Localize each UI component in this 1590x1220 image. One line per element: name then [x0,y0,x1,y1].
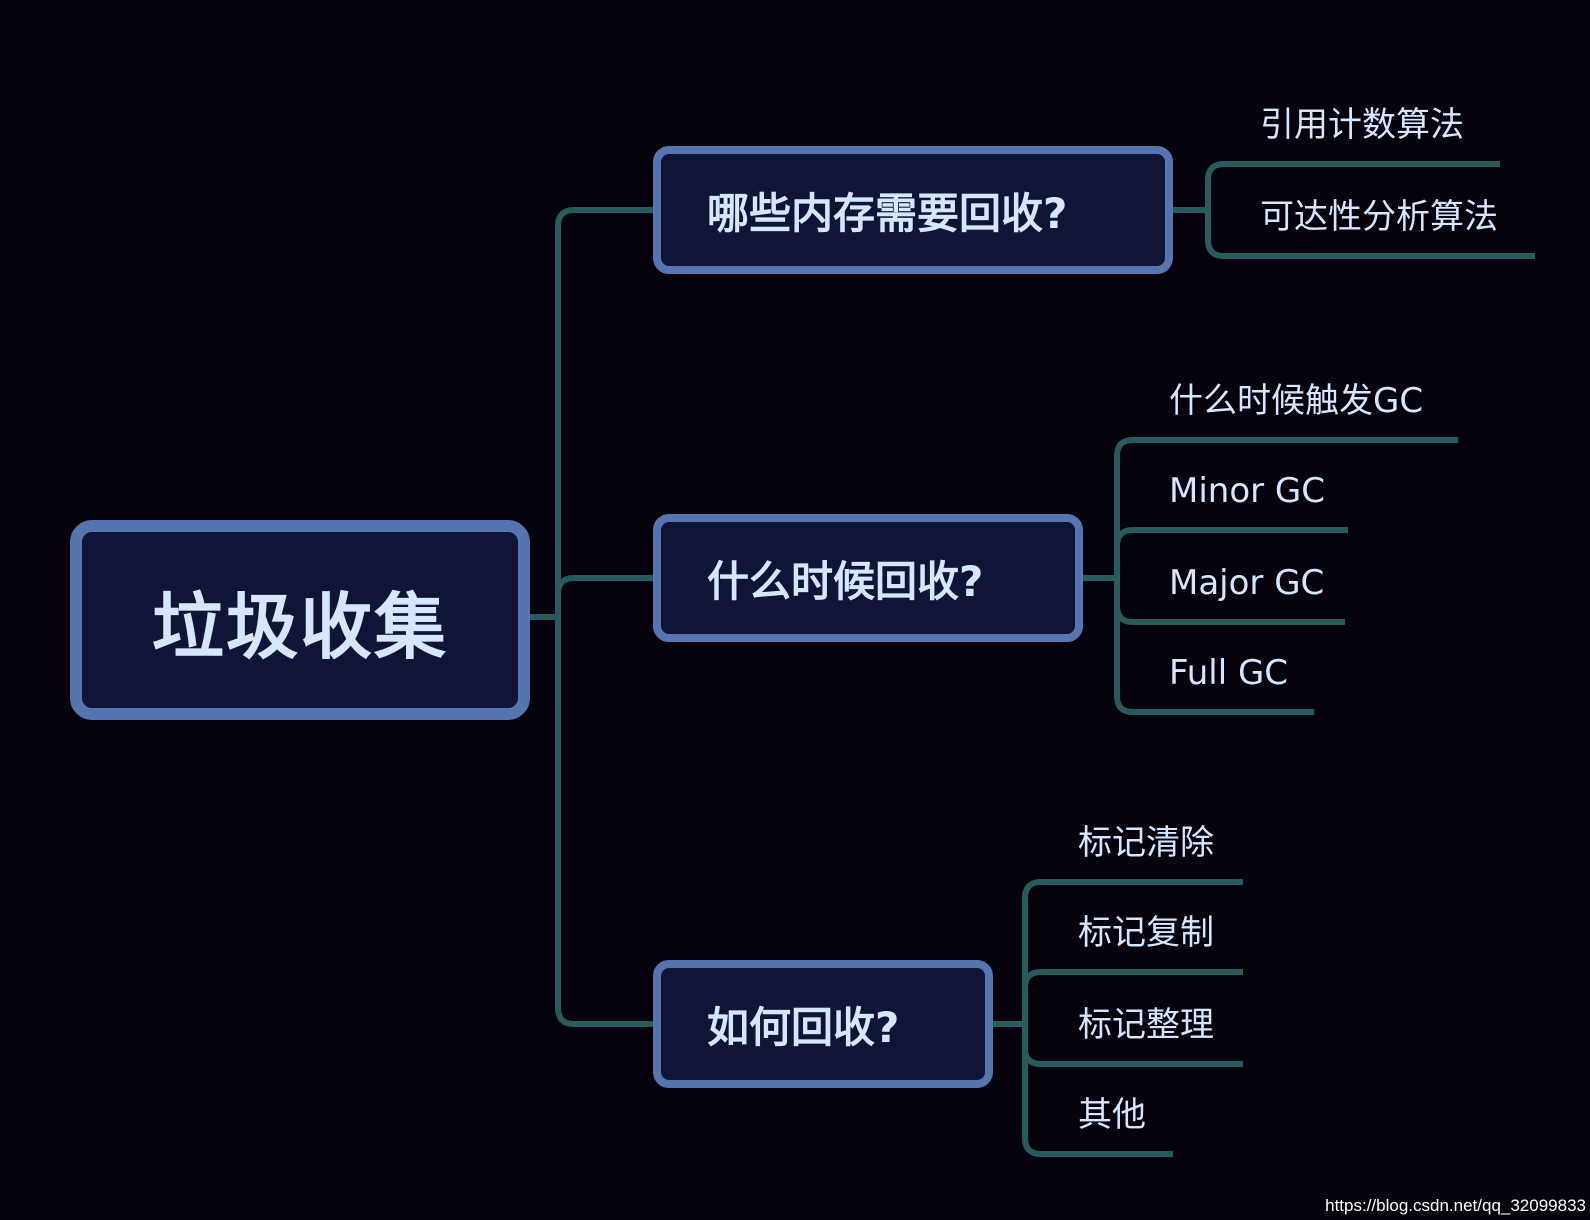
leaf-underline-3-2 [1022,969,1243,1024]
leaf-reachability-analysis[interactable]: 可达性分析算法 [1260,197,1498,237]
leaf-minor-gc[interactable]: Minor GC [1169,471,1326,511]
leaf-mark-compact[interactable]: 标记整理 [1078,1005,1214,1045]
root-label: 垃圾收集 [151,584,448,669]
root-branch1-connector [555,207,653,617]
leaf-underline-2-4 [1114,578,1314,715]
leaf-major-gc[interactable]: Major GC [1169,563,1325,603]
leaf-underline-1-1 [1205,161,1500,210]
branch-label: 哪些内存需要回收? [707,188,1068,238]
leaf-full-gc[interactable]: Full GC [1169,653,1289,693]
leaf-underline-3-1 [1022,879,1243,1024]
leaf-when-trigger-gc[interactable]: 什么时候触发GC [1169,381,1424,421]
watermark-url: https://blog.csdn.net/qq_32099833 [1325,1196,1586,1215]
leaf-underline-1-2 [1205,210,1535,259]
leaf-underline-2-2 [1114,527,1348,578]
root-branch3-connector [555,617,653,1027]
leaf-mark-sweep[interactable]: 标记清除 [1078,823,1214,863]
branch-label: 什么时候回收? [707,556,984,606]
leaf-mark-copy[interactable]: 标记复制 [1078,913,1214,953]
branch-node-which-memory[interactable]: 哪些内存需要回收? [653,146,1173,274]
leaf-underline-3-4 [1022,1024,1173,1157]
branch-node-when-collect[interactable]: 什么时候回收? [653,514,1083,642]
leaf-underline-2-1 [1114,437,1458,578]
root-branch2-connector [555,575,653,617]
leaf-reference-counting[interactable]: 引用计数算法 [1260,105,1464,145]
root-node[interactable]: 垃圾收集 [70,520,530,720]
branch-label: 如何回收? [707,1002,900,1052]
branch-node-how-collect[interactable]: 如何回收? [653,960,993,1088]
leaf-other[interactable]: 其他 [1078,1095,1146,1135]
